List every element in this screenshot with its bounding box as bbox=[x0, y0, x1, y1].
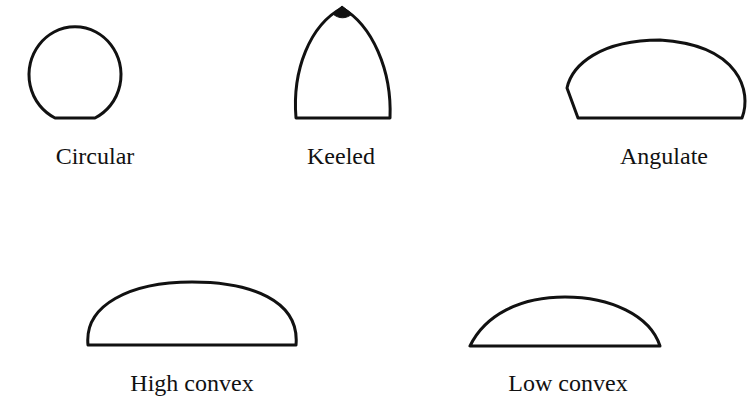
shape-label: High convex bbox=[130, 369, 253, 398]
angulate-outline bbox=[567, 40, 745, 118]
circular-outline bbox=[29, 27, 121, 118]
keeled-keel bbox=[333, 6, 352, 18]
shape-label: Low convex bbox=[508, 369, 627, 398]
shape-label: Circular bbox=[56, 142, 135, 171]
low-convex-outline bbox=[470, 297, 660, 346]
high-convex-outline bbox=[88, 282, 296, 345]
shape-label: Keeled bbox=[307, 142, 375, 171]
shape-label: Angulate bbox=[620, 142, 708, 171]
keeled-outline bbox=[295, 8, 390, 118]
